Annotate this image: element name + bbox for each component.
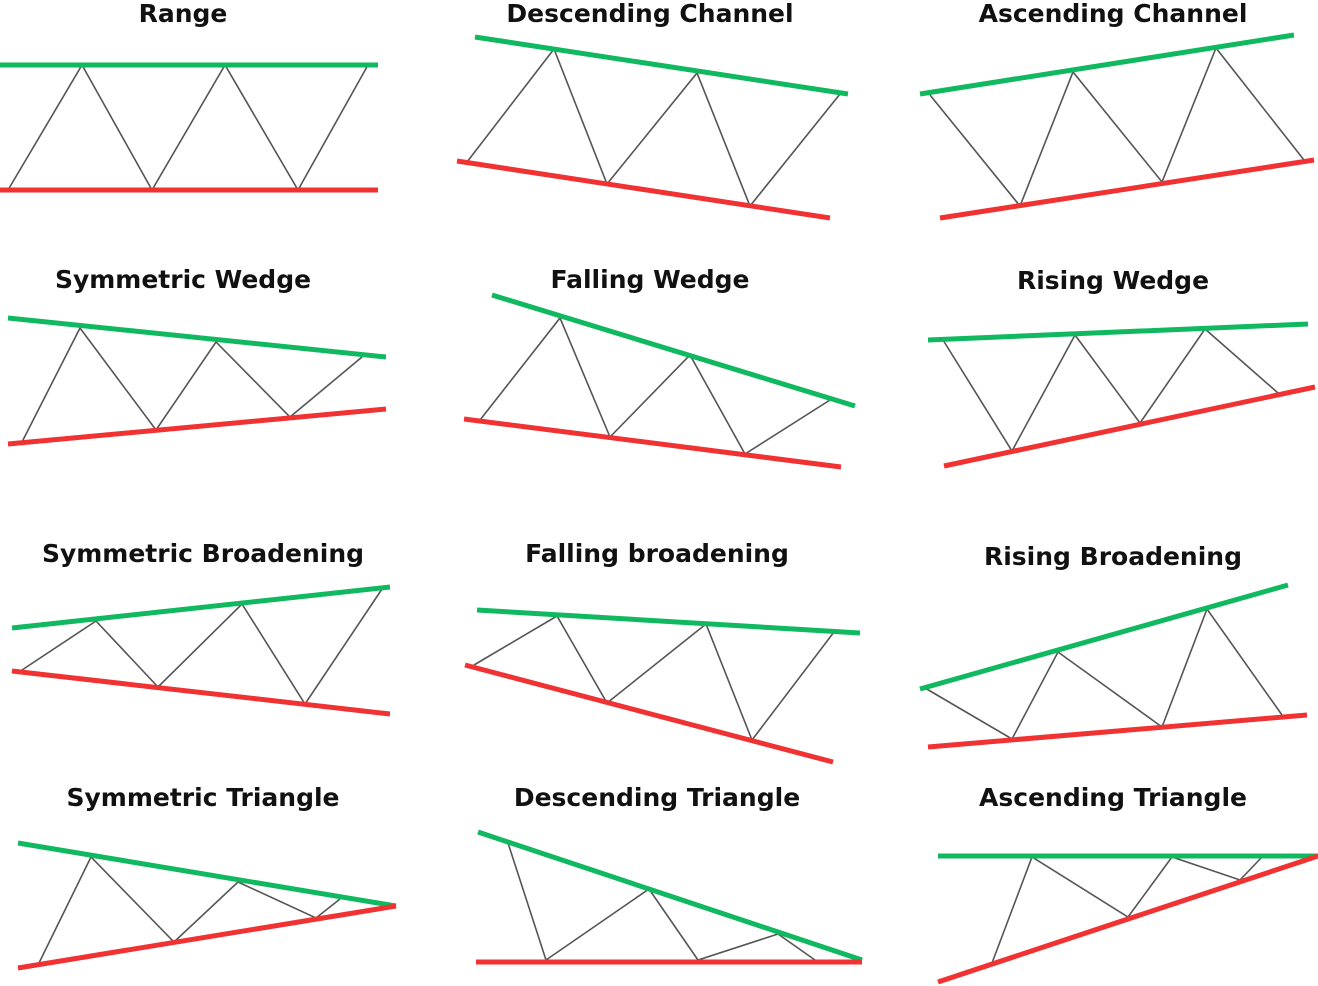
pattern-symmetric-broadening: Symmetric Broadening bbox=[11, 539, 391, 717]
price-path-line bbox=[991, 855, 1263, 964]
price-path-line bbox=[929, 46, 1305, 208]
resistance-line bbox=[919, 32, 1295, 97]
price-path-line bbox=[473, 614, 835, 742]
resistance-line bbox=[17, 840, 397, 909]
pattern-rising-wedge: Rising Wedge bbox=[927, 266, 1316, 469]
pattern-title: Falling broadening bbox=[525, 539, 789, 568]
resistance-line bbox=[7, 315, 387, 360]
pattern-title: Symmetric Broadening bbox=[42, 539, 364, 568]
price-path-line bbox=[479, 316, 831, 456]
pattern-title: Symmetric Triangle bbox=[66, 783, 339, 812]
price-path-line bbox=[507, 842, 816, 962]
support-line bbox=[939, 157, 1315, 221]
support-line bbox=[463, 416, 842, 470]
support-line bbox=[456, 158, 831, 221]
support-line bbox=[7, 406, 387, 447]
resistance-line bbox=[476, 607, 861, 636]
pattern-title: Range bbox=[139, 0, 228, 28]
resistance-line bbox=[11, 584, 391, 631]
price-path-line bbox=[21, 588, 383, 706]
resistance-line bbox=[477, 829, 863, 963]
price-path-line bbox=[7, 63, 369, 192]
pattern-descending-triangle: Descending Triangle bbox=[476, 783, 863, 965]
support-line bbox=[11, 668, 391, 717]
pattern-falling-wedge: Falling Wedge bbox=[463, 265, 856, 470]
pattern-title: Ascending Channel bbox=[979, 0, 1248, 28]
resistance-line bbox=[919, 582, 1289, 692]
resistance-line bbox=[474, 34, 849, 97]
support-line bbox=[927, 712, 1308, 750]
support-line bbox=[937, 853, 1318, 985]
pattern-falling-broadening: Falling broadening bbox=[464, 539, 861, 765]
pattern-title: Symmetric Wedge bbox=[55, 265, 311, 294]
pattern-title: Descending Triangle bbox=[514, 783, 800, 812]
resistance-line bbox=[927, 321, 1309, 343]
pattern-range: Range bbox=[0, 0, 378, 193]
price-path-line bbox=[37, 855, 341, 966]
support-line bbox=[464, 662, 834, 765]
support-line bbox=[17, 903, 397, 971]
pattern-title: Ascending Triangle bbox=[979, 783, 1247, 812]
pattern-title: Descending Channel bbox=[506, 0, 793, 28]
pattern-symmetric-triangle: Symmetric Triangle bbox=[17, 783, 397, 971]
resistance-line bbox=[491, 292, 856, 409]
price-path-line bbox=[924, 607, 1283, 741]
price-path-line bbox=[942, 327, 1279, 453]
pattern-ascending-channel: Ascending Channel bbox=[919, 0, 1315, 221]
pattern-title: Rising Wedge bbox=[1017, 266, 1209, 295]
pattern-title: Rising Broadening bbox=[984, 542, 1242, 571]
pattern-ascending-triangle: Ascending Triangle bbox=[937, 783, 1318, 985]
pattern-symmetric-wedge: Symmetric Wedge bbox=[7, 265, 387, 447]
price-path-line bbox=[21, 326, 363, 443]
pattern-title: Falling Wedge bbox=[551, 265, 750, 294]
pattern-descending-channel: Descending Channel bbox=[456, 0, 849, 221]
support-line bbox=[943, 384, 1316, 469]
price-path-line bbox=[466, 47, 841, 208]
pattern-rising-broadening: Rising Broadening bbox=[919, 542, 1308, 750]
